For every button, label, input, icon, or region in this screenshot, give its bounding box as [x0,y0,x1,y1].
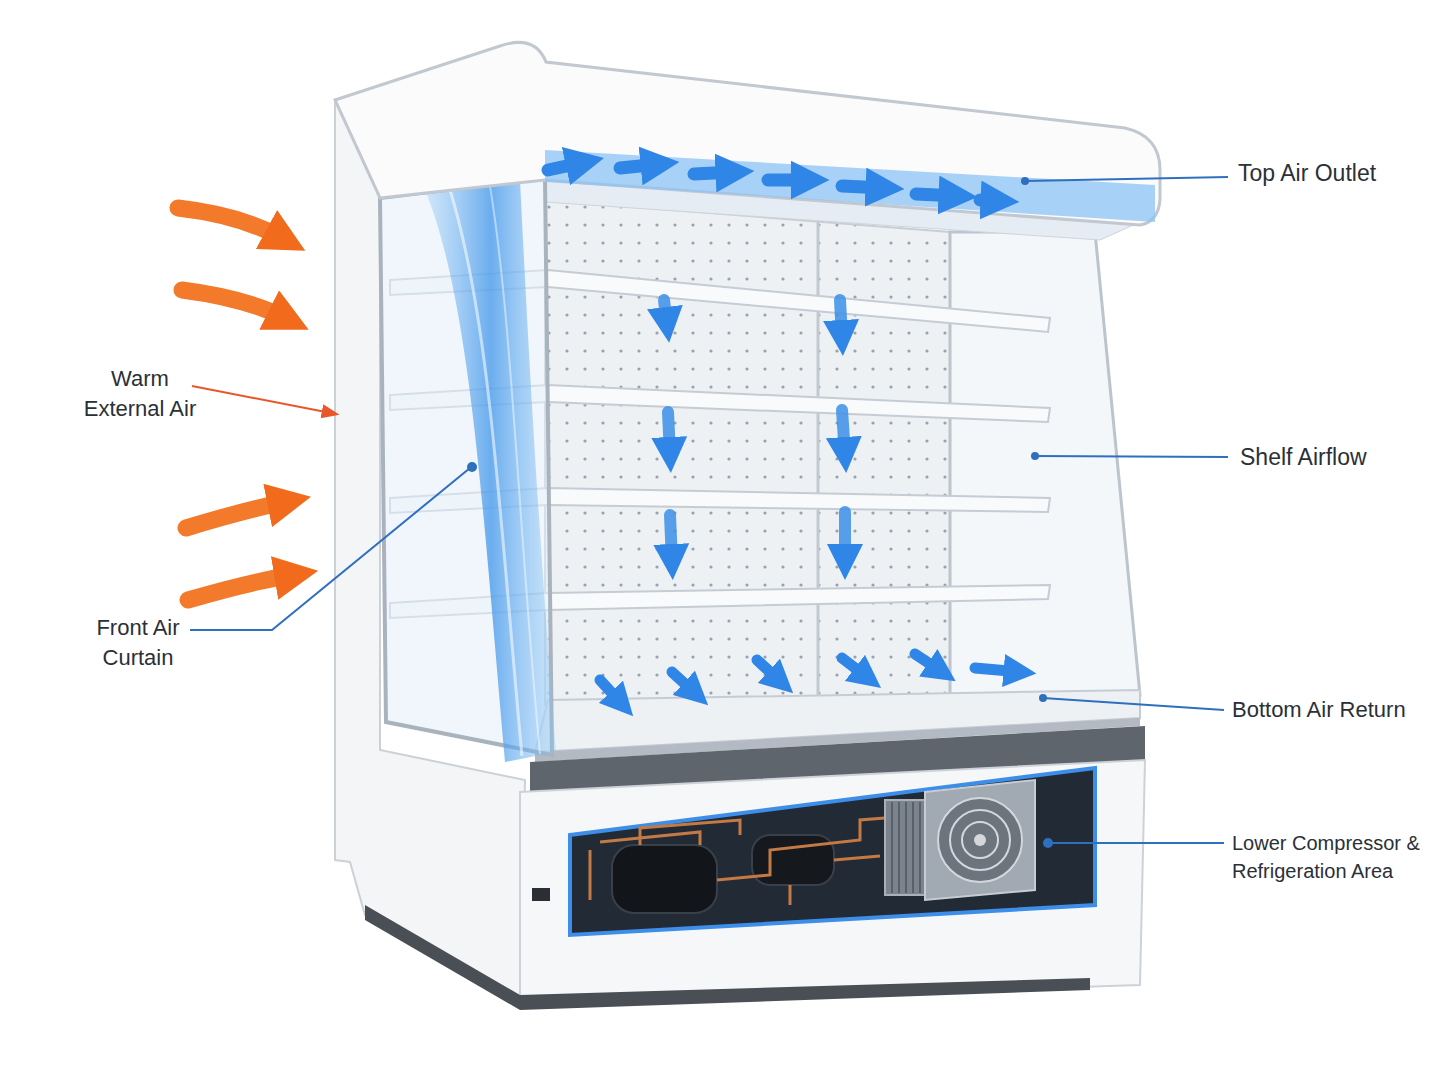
airflow-arrow [672,672,696,694]
leader-line [1043,698,1224,710]
callout-label: Warm External Air [70,364,210,424]
condenser-fins [892,802,920,893]
copper-pipes [590,818,885,905]
airflow-arrow [842,658,868,678]
airflow-arrow [600,680,622,704]
leader-dot [1043,838,1053,848]
air-curtain-streak [490,186,540,754]
airflow-arrow [670,515,672,562]
airflow-arrow [916,194,958,196]
airflow-arrow [694,172,735,174]
airflow-arrow [768,174,810,187]
canopy [335,42,1160,225]
top-airflow-arrows [548,162,1000,201]
condenser-coil [885,800,925,895]
base-foot [520,978,1090,1010]
leader-line [1048,842,1224,844]
airflow-arrow [620,164,660,168]
warm-air-arrow [182,290,285,318]
fan-hub [974,834,986,846]
power-switch [532,888,550,901]
canopy-light-strip [545,150,1155,222]
callout-label: Shelf Airflow [1240,443,1430,471]
leader-line [1025,177,1228,181]
warm-air-leader [192,386,336,414]
airflow-arrow [664,300,667,325]
airflow-arrow [757,660,781,682]
airflow-arrow [842,186,885,188]
airflow-arrow [975,668,1020,672]
airflow-arrow [980,200,1000,201]
airflow-arrow [839,512,851,562]
air-curtain-streak [450,190,522,756]
right-end-glass [950,232,1140,700]
compressor-compartment [570,768,1095,935]
callout-label: Front Air Curtain [76,613,200,673]
leader-dot [1039,694,1047,702]
airflow-arrow [840,300,842,338]
callout-label: Top Air Outlet [1238,159,1428,187]
leader-dots [467,177,1053,848]
fan-housing [925,780,1035,900]
leader-dot [1031,452,1039,460]
leader-dot [1021,177,1029,185]
airflow-arrow [915,654,942,672]
shelf-airflow-arrows [664,300,845,562]
compressor-body [612,845,717,913]
warm-air-arrow [186,502,285,528]
leader-line [1035,456,1228,457]
airflow-arrow [668,412,670,455]
warm-air-arrow [188,575,292,600]
wall-seam [817,222,820,700]
warm-air-arrow [178,208,282,238]
airflow-arrow [548,162,585,170]
air-curtain [425,180,556,762]
receiver-tank [752,835,834,885]
leader-lines [190,177,1228,843]
airflow-arrow [842,410,845,455]
fan-grille [950,810,1010,870]
base-front [520,760,1145,1005]
leader-line [190,468,470,630]
base-foot [365,905,520,1010]
callout-label: Bottom Air Return [1232,696,1437,724]
return-airflow-arrows [600,654,1020,704]
fan-grille [962,822,998,858]
leader-dot [467,462,477,472]
fan-grille [938,798,1022,882]
callout-label: Lower Compressor & Refrigeration Area [1232,829,1438,885]
